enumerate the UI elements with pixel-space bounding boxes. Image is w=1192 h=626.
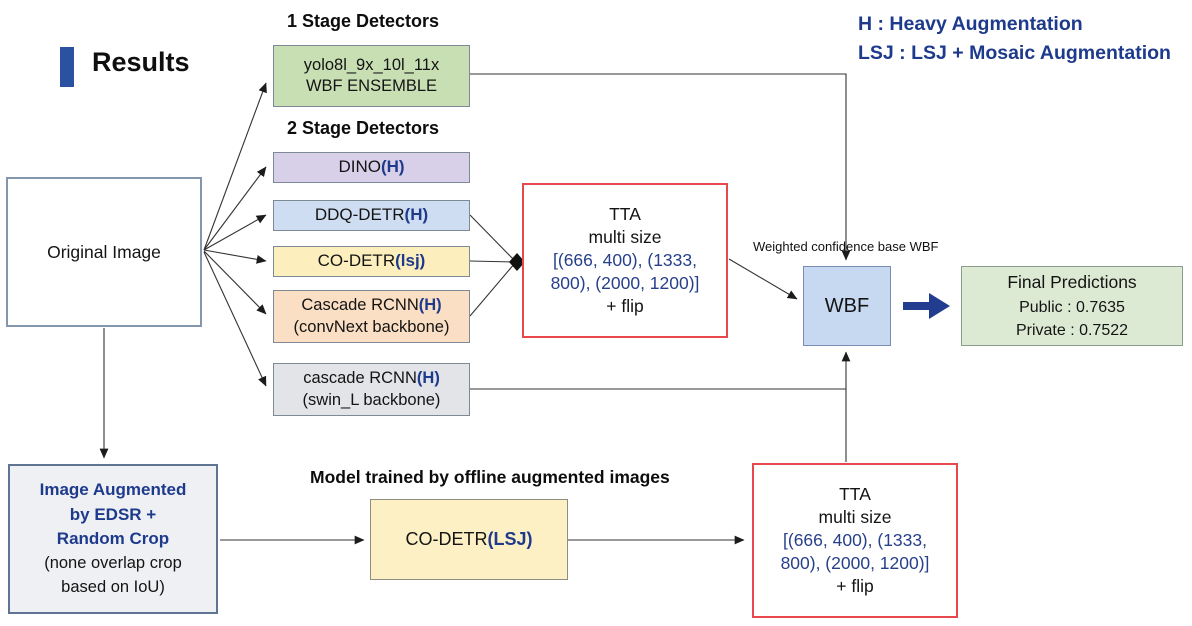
node-cascade-rcnn-swin: cascade RCNN(H) (swin_L backbone) bbox=[273, 363, 470, 416]
tta-top-flip: + flip bbox=[606, 296, 644, 317]
tta-bottom-sizes: [(666, 400), (1333, 800), (2000, 1200)] bbox=[780, 529, 930, 574]
heading-two-stage: 2 Stage Detectors bbox=[287, 118, 440, 138]
final-predictions-private-score: Private : 0.7522 bbox=[1015, 321, 1129, 339]
augmented-image-title: Image Augmented by EDSR + Random Crop bbox=[39, 480, 187, 549]
cascade-swin-name: cascade RCNN bbox=[303, 369, 417, 388]
results-accent-bar bbox=[60, 47, 74, 87]
node-dino: DINO(H) bbox=[273, 152, 470, 183]
yolo-ensemble-line1: yolo8l_9x_10l_11x bbox=[303, 55, 440, 74]
node-co-detr-lsj: CO-DETR(LSJ) bbox=[370, 499, 568, 580]
wbf-label: WBF bbox=[824, 295, 870, 317]
ddq-detr-label: DDQ-DETR(H) bbox=[315, 204, 428, 226]
cascade-convnext-name: Cascade RCNN bbox=[301, 296, 419, 315]
tta-top-subtitle: multi size bbox=[588, 226, 662, 247]
cascade-convnext-label: Cascade RCNN(H) bbox=[301, 295, 441, 316]
co-detr-lsj-suffix: (LSJ) bbox=[487, 528, 533, 549]
node-original-image: Original Image bbox=[6, 177, 202, 327]
yolo-ensemble-line2: WBF ENSEMBLE bbox=[305, 77, 438, 95]
node-final-predictions: Final Predictions Public : 0.7635 Privat… bbox=[961, 266, 1183, 346]
ddq-detr-suffix: (H) bbox=[404, 205, 429, 225]
node-tta-top: TTA multi size [(666, 400), (1333, 800),… bbox=[522, 183, 728, 338]
co-detr-lsj-label: CO-DETR(LSJ) bbox=[406, 528, 533, 551]
legend: H : Heavy Augmentation LSJ : LSJ + Mosai… bbox=[858, 10, 1171, 68]
node-tta-bottom: TTA multi size [(666, 400), (1333, 800),… bbox=[752, 463, 958, 618]
cascade-swin-suffix: (H) bbox=[416, 369, 440, 388]
final-predictions-title: Final Predictions bbox=[1007, 272, 1137, 293]
node-augmented-image: Image Augmented by EDSR + Random Crop (n… bbox=[8, 464, 218, 614]
co-detr-suffix: (lsj) bbox=[395, 251, 426, 271]
tta-top-sizes: [(666, 400), (1333, 800), (2000, 1200)] bbox=[550, 249, 700, 294]
offline-training-label: Model trained by offline augmented image… bbox=[310, 467, 670, 487]
legend-lsj-augmentation: LSJ : LSJ + Mosaic Augmentation bbox=[858, 42, 1171, 64]
co-detr-name: CO-DETR bbox=[317, 251, 396, 271]
node-co-detr: CO-DETR(lsj) bbox=[273, 246, 470, 277]
cascade-convnext-suffix: (H) bbox=[418, 296, 442, 315]
tta-bottom-flip: + flip bbox=[836, 576, 874, 597]
node-ddq-detr: DDQ-DETR(H) bbox=[273, 200, 470, 231]
cascade-swin-label: cascade RCNN(H) bbox=[303, 368, 440, 389]
augmented-image-note: (none overlap crop based on IoU) bbox=[44, 554, 182, 596]
dino-name: DINO bbox=[338, 157, 381, 177]
node-yolo-ensemble: yolo8l_9x_10l_11x WBF ENSEMBLE bbox=[273, 45, 470, 107]
co-detr-label: CO-DETR(lsj) bbox=[318, 250, 426, 272]
wbf-caption: Weighted confidence base WBF bbox=[753, 239, 939, 254]
cascade-convnext-backbone: (convNext backbone) bbox=[293, 317, 450, 336]
node-cascade-rcnn-convnext: Cascade RCNN(H) (convNext backbone) bbox=[273, 290, 470, 343]
page-title: Results bbox=[92, 47, 190, 77]
heading-one-stage: 1 Stage Detectors bbox=[287, 11, 440, 31]
cascade-swin-backbone: (swin_L backbone) bbox=[302, 390, 441, 409]
final-predictions-public-score: Public : 0.7635 bbox=[1019, 298, 1125, 316]
tta-bottom-subtitle: multi size bbox=[818, 506, 892, 527]
original-image-label: Original Image bbox=[47, 241, 161, 262]
dino-suffix: (H) bbox=[380, 157, 405, 177]
legend-heavy-augmentation: H : Heavy Augmentation bbox=[858, 13, 1083, 35]
dino-label: DINO(H) bbox=[338, 156, 404, 178]
tta-bottom-title: TTA bbox=[839, 483, 871, 504]
node-wbf: WBF bbox=[803, 266, 891, 346]
co-detr-lsj-name: CO-DETR bbox=[405, 528, 488, 549]
ddq-detr-name: DDQ-DETR bbox=[314, 205, 405, 225]
tta-top-title: TTA bbox=[609, 203, 641, 224]
